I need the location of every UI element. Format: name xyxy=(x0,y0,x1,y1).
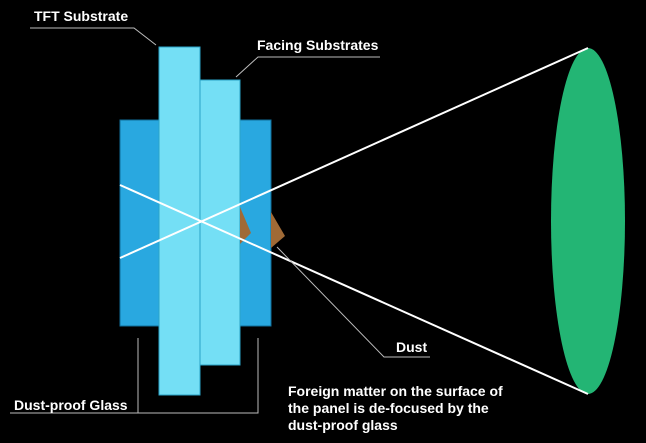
dust-leader xyxy=(276,246,430,358)
facing-substrates-leader xyxy=(235,56,380,78)
tft-substrate-plate xyxy=(158,46,201,396)
dust-particle-outer xyxy=(271,212,285,248)
dust-proof-glass-label: Dust-proof Glass xyxy=(14,397,128,413)
dust-particle-inner xyxy=(240,207,251,244)
dust-label: Dust xyxy=(396,339,428,355)
caption-line-1: Foreign matter on the surface of xyxy=(288,383,503,399)
facing-substrate-plate xyxy=(199,79,241,366)
dust-proof-glass-left xyxy=(119,119,160,327)
caption-line-2: the panel is de-focused by the xyxy=(288,400,489,416)
tft-substrate-leader xyxy=(30,27,157,46)
dust-proof-glass-bracket xyxy=(137,338,259,414)
caption-text: Foreign matter on the surface of the pan… xyxy=(288,383,503,434)
focus-ellipse xyxy=(551,48,625,394)
ray-lower xyxy=(119,184,589,395)
caption-line-3: dust-proof glass xyxy=(288,417,398,433)
tft-substrate-label: TFT Substrate xyxy=(34,8,129,24)
facing-substrates-label: Facing Substrates xyxy=(257,37,379,53)
ray-upper xyxy=(119,47,589,259)
